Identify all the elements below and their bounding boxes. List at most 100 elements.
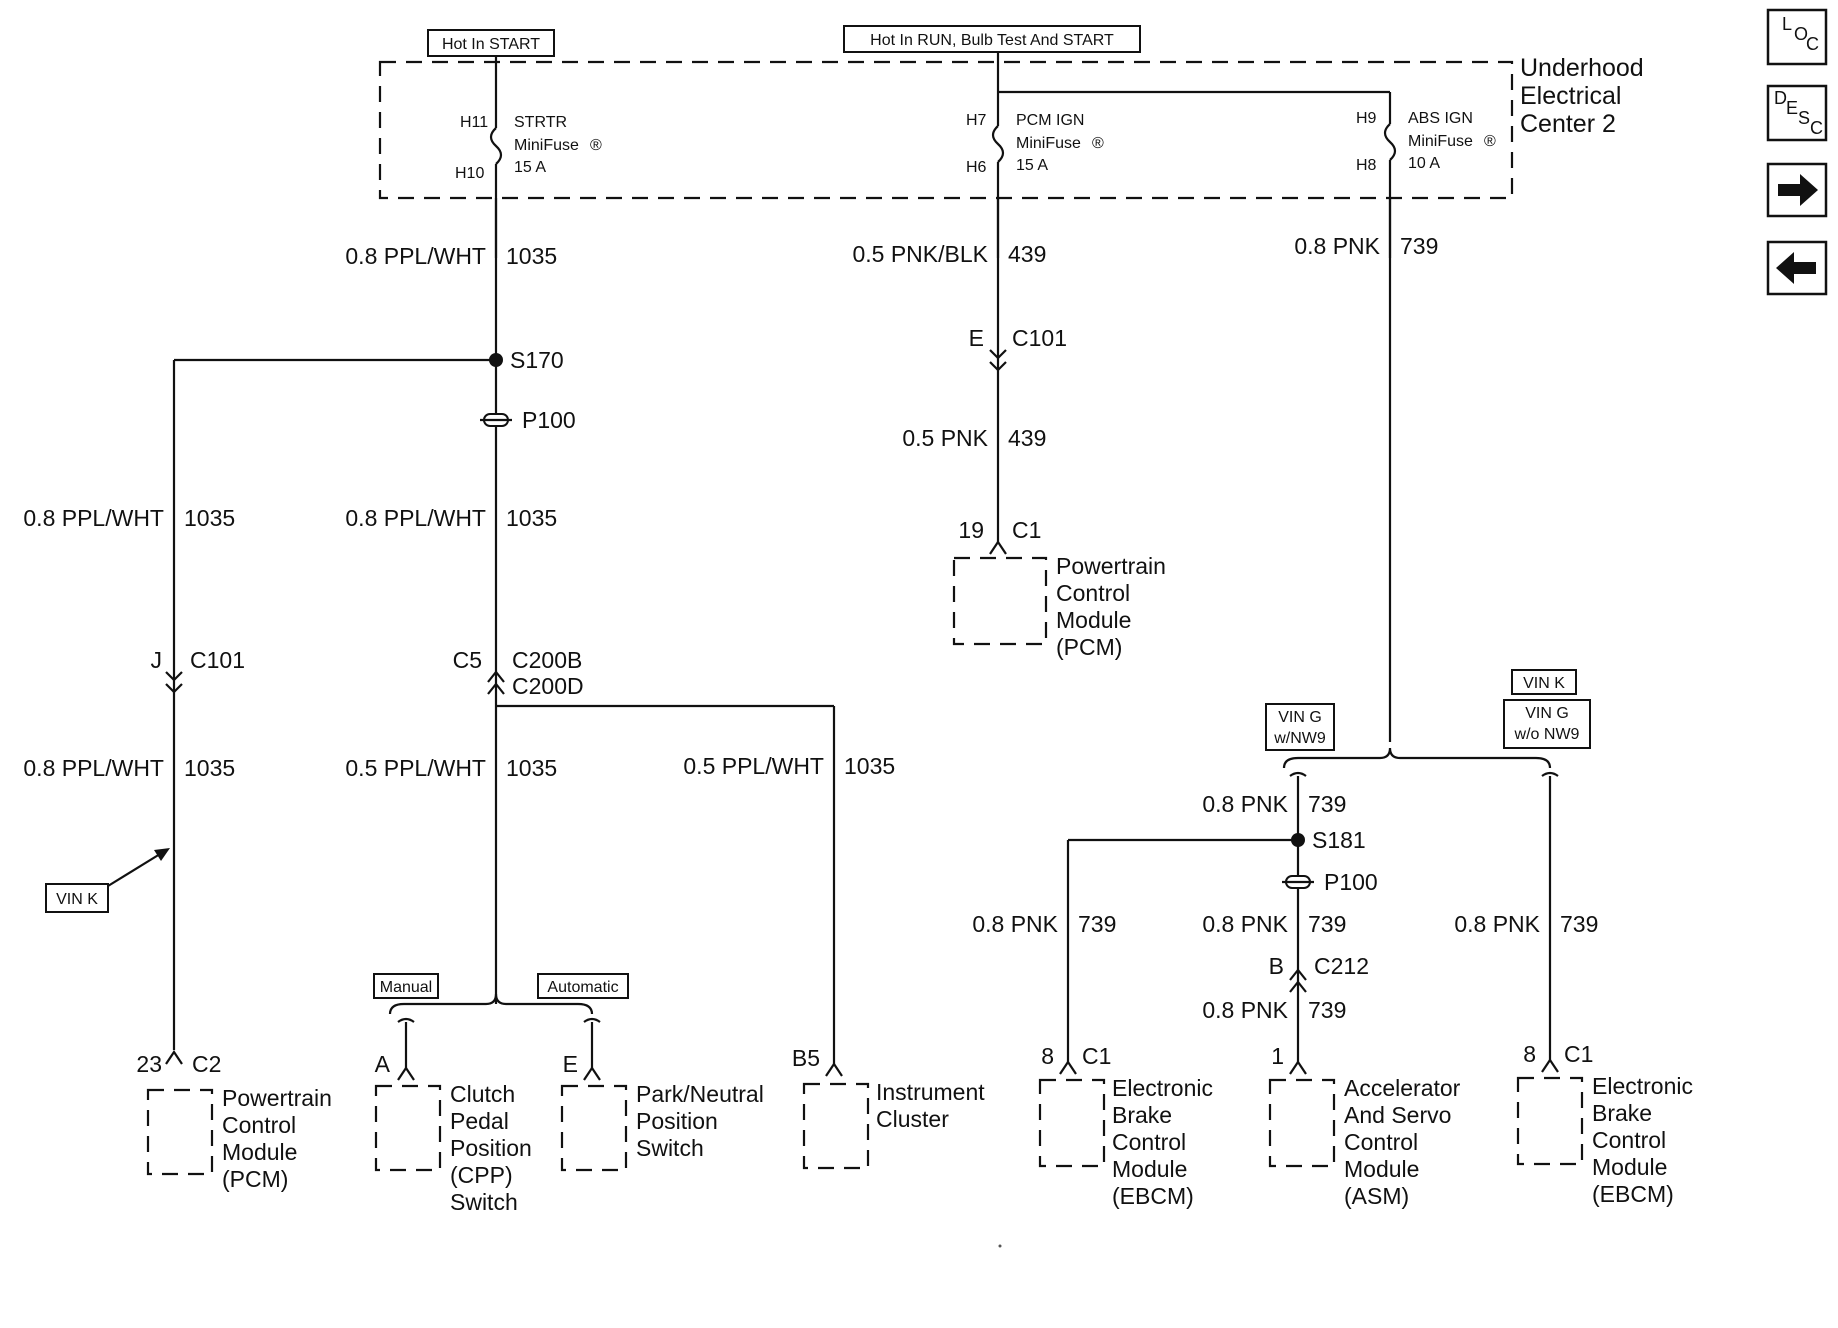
pcm-left-connector-name: C2 <box>192 1051 221 1077</box>
pcm-left-component <box>146 1088 214 1176</box>
next-button[interactable] <box>1766 162 1828 218</box>
ebcm-right-connector-name: C1 <box>1564 1041 1593 1067</box>
wire-439-upper-circuit: 439 <box>1008 241 1046 267</box>
cpp-label-2: Pedal <box>450 1108 509 1134</box>
wire-1035-mid-lower-circuit: 1035 <box>506 755 557 781</box>
wire-739-asm-lower-circuit: 739 <box>1308 997 1346 1023</box>
cpp-pin: A <box>375 1051 391 1077</box>
asm-label-2: And Servo <box>1344 1102 1451 1128</box>
arrow-right-icon <box>1778 174 1818 206</box>
s170-label: S170 <box>510 347 564 373</box>
abs-ign-fuse-type: MiniFuse <box>1408 133 1473 150</box>
cpp-label-3: Position <box>450 1135 532 1161</box>
strtr-fuse-symbol: ® <box>590 137 602 154</box>
pnp-switch-component <box>560 1084 628 1172</box>
wire-1035-top-gauge: 0.8 PPL/WHT <box>345 243 486 269</box>
pcm-ign-fuse-name: PCM IGN <box>1016 112 1084 129</box>
pcm-ign-fuse-bottom-pin: H6 <box>966 159 987 176</box>
ebcm-right-pin: 8 <box>1523 1041 1536 1067</box>
ebcm-left-connector-name: C1 <box>1082 1043 1111 1069</box>
wire-439-lower-gauge: 0.5 PNK <box>902 425 988 451</box>
c101-mid-connector-symbol <box>989 349 1007 372</box>
ebcm-right-terminal <box>1541 1058 1559 1073</box>
wire-739-s181-gauge: 0.8 PNK <box>1202 791 1288 817</box>
wire-1035-left-lower-circuit: 1035 <box>184 755 235 781</box>
asm-label-4: Module <box>1344 1156 1419 1182</box>
desc-letter-e: E <box>1786 98 1798 118</box>
ebcm-left-pin: 8 <box>1041 1043 1054 1069</box>
vin-k-left-label: VIN K <box>56 891 98 908</box>
cpp-label-4: (CPP) <box>450 1162 513 1188</box>
c101-left-pin: J <box>151 647 163 673</box>
c212-name: C212 <box>1314 953 1369 979</box>
wire-1035-mid-upper-circuit: 1035 <box>506 505 557 531</box>
wire-1035-cluster-gauge: 0.5 PPL/WHT <box>683 753 824 779</box>
pnp-terminal <box>583 1066 601 1081</box>
strtr-fuse-type: MiniFuse <box>514 137 579 154</box>
desc-letter-d: D <box>1774 88 1787 108</box>
p100-left-passthrough <box>480 413 512 427</box>
ebcm-right-branch-terminal <box>1541 771 1559 777</box>
cpp-switch-component <box>374 1084 442 1172</box>
pcm-mid-terminal <box>989 540 1007 555</box>
pcm-left-label-1: Powertrain <box>222 1085 332 1111</box>
wire-739-ebcm-right-gauge: 0.8 PNK <box>1454 911 1540 937</box>
abs-ign-fuse-top-pin: H9 <box>1356 110 1377 127</box>
cluster-label-2: Cluster <box>876 1106 949 1132</box>
abs-ign-fuse-rating: 10 A <box>1408 155 1440 172</box>
asm-pin: 1 <box>1271 1043 1284 1069</box>
c200-connector-symbol <box>487 670 505 695</box>
asm-label-1: Accelerator <box>1344 1075 1461 1101</box>
loc-letter-l: L <box>1782 14 1792 34</box>
wire-739-asm-lower-gauge: 0.8 PNK <box>1202 997 1288 1023</box>
pcm-mid-component <box>952 556 1048 646</box>
pcm-left-pin: 23 <box>136 1051 162 1077</box>
pcm-ign-fuse-top-pin: H7 <box>966 112 987 129</box>
previous-button[interactable] <box>1766 240 1828 296</box>
wire-1035-left-lower-gauge: 0.8 PPL/WHT <box>23 755 164 781</box>
loc-button[interactable]: L O C <box>1766 8 1828 66</box>
cpp-terminal <box>397 1066 415 1081</box>
uec-title-line3: Center 2 <box>1520 110 1616 138</box>
c212-pin: B <box>1269 953 1284 979</box>
pcm-ign-fuse-symbol: ® <box>1092 135 1104 152</box>
vin-k-right-label: VIN K <box>1523 675 1565 692</box>
asm-label-3: Control <box>1344 1129 1418 1155</box>
ebcm-right-label-1: Electronic <box>1592 1073 1693 1099</box>
strtr-fuse-rating: 15 A <box>514 159 546 176</box>
pcm-left-label-2: Control <box>222 1112 296 1138</box>
arrow-left-icon <box>1776 252 1816 284</box>
ebcm-left-label-2: Brake <box>1112 1102 1172 1128</box>
strtr-fuse-bottom-pin: H10 <box>455 165 484 182</box>
ebcm-left-terminal <box>1059 1060 1077 1075</box>
automatic-option-label: Automatic <box>547 979 618 996</box>
abs-ign-fuse-bottom-pin: H8 <box>1356 157 1377 174</box>
c212-connector-symbol <box>1289 968 1307 993</box>
pnp-upper-terminal <box>583 1017 601 1023</box>
abs-ign-fuse-symbol: ® <box>1484 133 1496 150</box>
vin-g-without-nw9-label-1: VIN G <box>1525 705 1569 722</box>
transmission-option-brace <box>373 973 629 1015</box>
scan-speck <box>998 1244 1002 1248</box>
pnp-label-2: Position <box>636 1108 718 1134</box>
ebcm-left-label-3: Control <box>1112 1129 1186 1155</box>
wire-1035-cluster-circuit: 1035 <box>844 753 895 779</box>
instrument-cluster-component <box>802 1082 870 1170</box>
wire-739-s181-circuit: 739 <box>1308 791 1346 817</box>
pcm-ign-fuse-type: MiniFuse <box>1016 135 1081 152</box>
ebcm-left-label-5: (EBCM) <box>1112 1183 1194 1209</box>
wire-1035-left-upper-circuit: 1035 <box>184 505 235 531</box>
pcm-mid-label-3: Module <box>1056 607 1131 633</box>
wire-739-ebcm-left-circuit: 739 <box>1078 911 1116 937</box>
pnp-pin: E <box>563 1051 578 1077</box>
ebcm-right-component <box>1516 1076 1584 1166</box>
loc-letter-c: C <box>1806 34 1819 54</box>
vin-option-brace <box>1265 669 1591 769</box>
pnp-label-3: Switch <box>636 1135 704 1161</box>
desc-button[interactable]: D E S C <box>1766 84 1828 142</box>
wire-739-asm-upper-circuit: 739 <box>1308 911 1346 937</box>
wire-1035-mid-upper-gauge: 0.8 PPL/WHT <box>345 505 486 531</box>
cluster-label-1: Instrument <box>876 1079 985 1105</box>
loc-letter-o: O <box>1794 24 1808 44</box>
asm-branch-terminal <box>1289 771 1307 777</box>
